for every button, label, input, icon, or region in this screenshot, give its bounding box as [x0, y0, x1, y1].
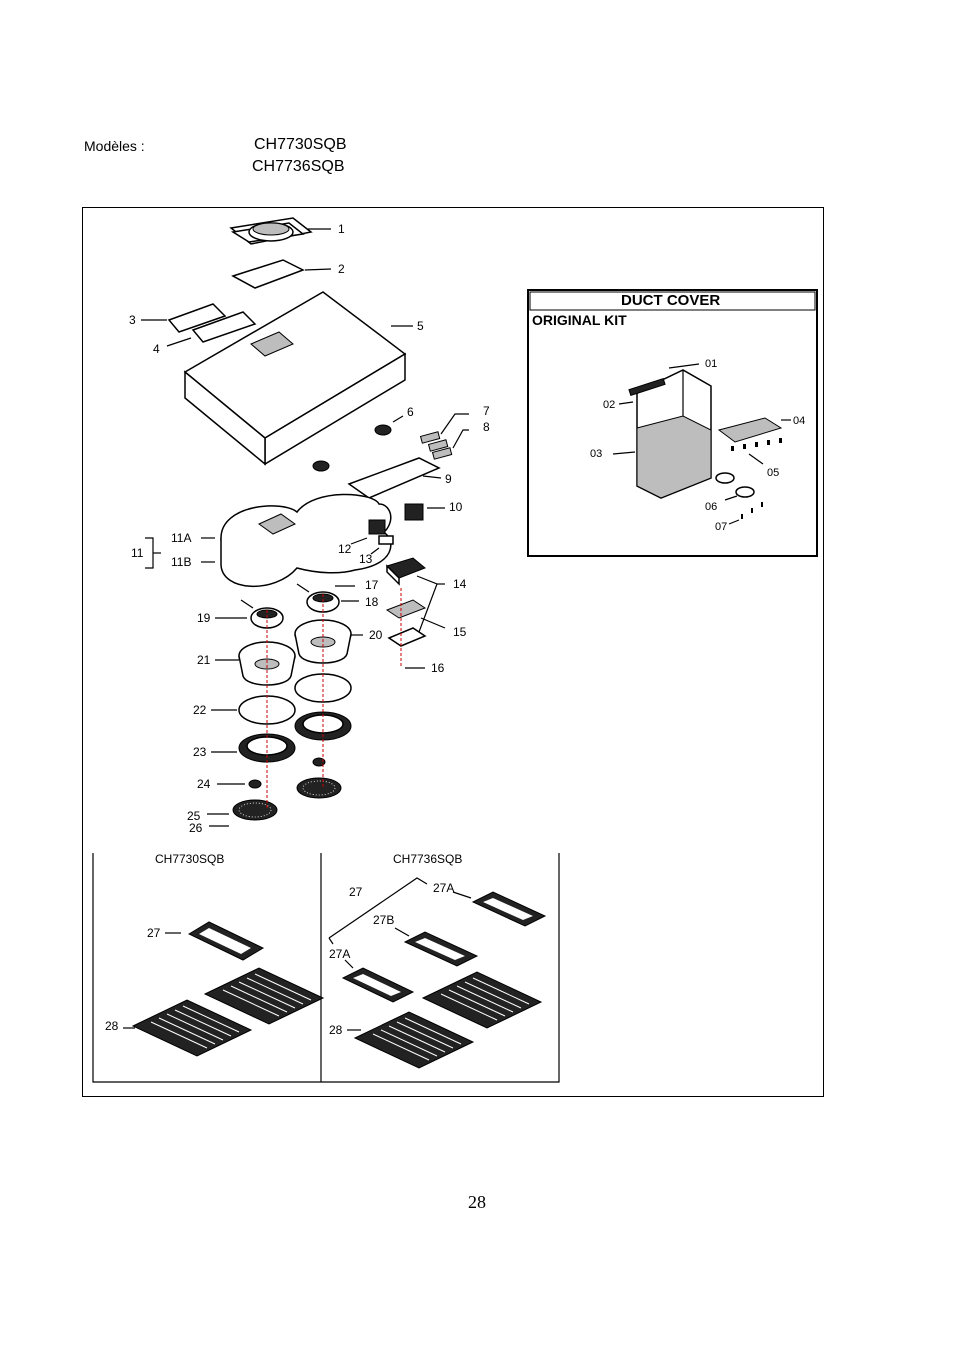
duct-cover-inset: DUCT COVER ORIGINAL KIT 01 02 03 04 05 [527, 289, 818, 557]
callout-5: 5 [417, 319, 424, 333]
callout-03: 03 [590, 448, 602, 460]
part-9-bracket [347, 457, 441, 499]
duct-cover-part-03 [636, 369, 712, 499]
filter-model-left: CH7730SQB [155, 852, 224, 866]
part-6-knob [374, 424, 392, 436]
callout-24: 24 [197, 777, 211, 791]
callout-21: 21 [197, 653, 211, 667]
callout-16: 16 [431, 661, 445, 675]
filter-28-left [131, 967, 325, 1057]
duct-cover-part-06 [715, 472, 735, 484]
exploded-parts-diagram: 1 2 3 4 5 6 7 8 9 10 11 11A [92, 217, 818, 1083]
callout-27-left: 27 [147, 926, 161, 940]
part-5-hood-body [183, 291, 407, 466]
callout-19: 19 [197, 611, 211, 625]
callout-17: 17 [365, 578, 379, 592]
callout-6: 6 [407, 405, 414, 419]
callout-1: 1 [338, 222, 345, 236]
part-21-blower [238, 641, 296, 686]
part-1-damper [229, 217, 313, 245]
callout-27a-bottom: 27A [329, 947, 350, 961]
model-number-2: CH7736SQB [252, 158, 345, 175]
part-24-nut [248, 779, 262, 789]
callout-11b: 11B [171, 555, 191, 569]
duct-cover-subtitle: ORIGINAL KIT [532, 312, 627, 328]
callout-7: 7 [483, 404, 490, 418]
callout-14: 14 [453, 577, 467, 591]
callout-11a: 11A [171, 531, 191, 545]
duct-cover-part-05 [731, 438, 782, 451]
part-2-plate [231, 259, 305, 289]
callout-01: 01 [705, 358, 717, 370]
models-label: Modèles : [84, 138, 145, 154]
filter-27a-top [471, 891, 547, 927]
callout-9: 9 [445, 472, 452, 486]
callout-12: 12 [338, 542, 352, 556]
callout-28-left: 28 [105, 1019, 119, 1033]
duct-cover-title: DUCT COVER [621, 292, 720, 309]
model-number-1: CH7730SQB [254, 136, 347, 153]
callout-28-right: 28 [329, 1023, 343, 1037]
duct-cover-part-07 [741, 502, 763, 519]
callout-22: 22 [193, 703, 207, 717]
callout-02: 02 [603, 399, 615, 411]
part-13-cover [378, 535, 394, 545]
duct-cover-part-01 [628, 377, 666, 397]
part-12-terminal [368, 519, 386, 535]
callout-18: 18 [365, 595, 379, 609]
part-3-gasket [167, 303, 227, 333]
part-10-capacitor [404, 503, 424, 521]
part-8-switch [431, 447, 453, 460]
callout-11: 11 [131, 546, 144, 560]
page-number: 28 [468, 1192, 486, 1212]
callout-26: 26 [189, 821, 203, 835]
callout-20: 20 [369, 628, 383, 642]
callout-13: 13 [359, 552, 373, 566]
callout-10: 10 [449, 500, 463, 514]
callout-25: 25 [187, 809, 201, 823]
part-15-light-cover [385, 599, 427, 619]
part-11-blower-housing [220, 493, 392, 588]
duct-cover-part-04 [717, 417, 783, 443]
part-25-grille [232, 777, 342, 821]
part-7-switch [419, 431, 441, 444]
callout-3: 3 [129, 313, 136, 327]
filter-27b [403, 931, 479, 967]
callout-27-right: 27 [349, 885, 363, 899]
callout-27a-top: 27A [433, 881, 454, 895]
callout-04: 04 [793, 415, 805, 427]
parts-diagram-frame: 1 2 3 4 5 6 7 8 9 10 11 11A [82, 207, 824, 1097]
callout-27b: 27B [373, 913, 394, 927]
filter-model-right: CH7736SQB [393, 852, 462, 866]
callout-2: 2 [338, 262, 345, 276]
filter-27-left [187, 921, 265, 961]
callout-07: 07 [715, 521, 727, 533]
callout-4: 4 [153, 342, 160, 356]
callout-23: 23 [193, 745, 207, 759]
callout-8: 8 [483, 420, 490, 434]
callout-15: 15 [453, 625, 467, 639]
filter-27a-bottom [341, 967, 415, 1003]
filters-section: CH7730SQB CH7736SQB 27 [92, 852, 560, 1083]
part-4-gasket [191, 311, 257, 343]
callout-06: 06 [705, 501, 717, 513]
callout-05: 05 [767, 467, 779, 479]
filter-28-right [353, 971, 543, 1069]
